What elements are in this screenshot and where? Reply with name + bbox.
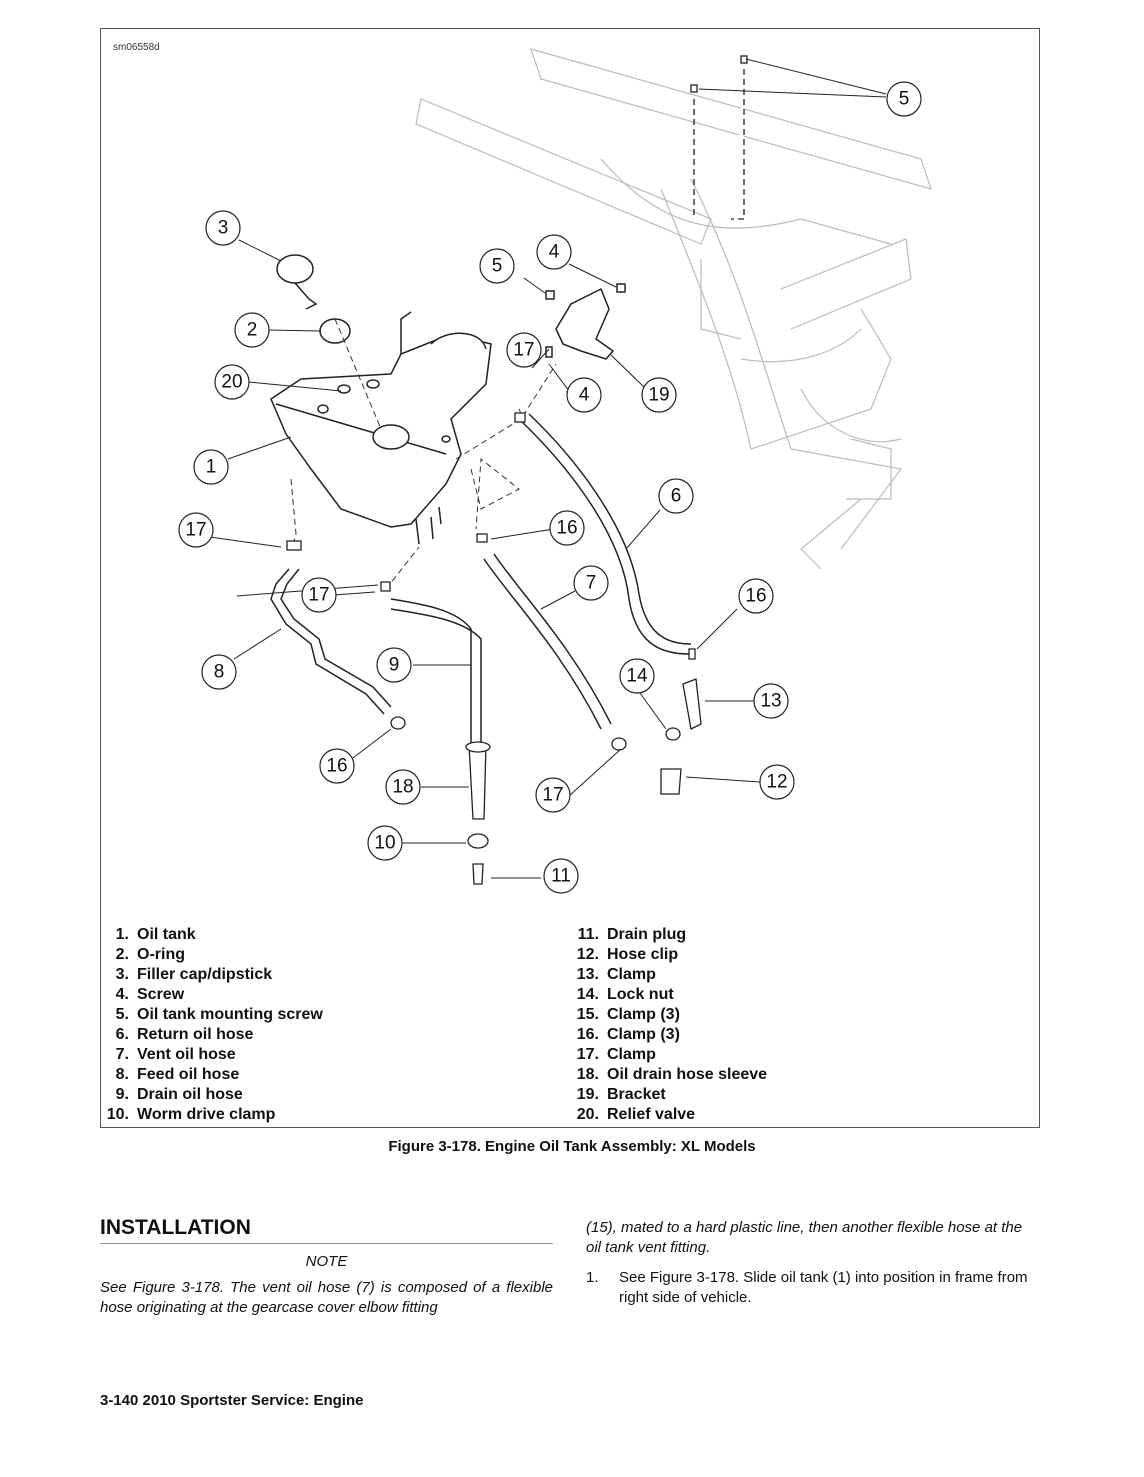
figure-caption: Figure 3-178. Engine Oil Tank Assembly: …	[388, 1138, 756, 1155]
note-title: NOTE	[305, 1253, 348, 1270]
bracket-drawing	[545, 283, 626, 360]
callout-16b: 16	[556, 518, 577, 539]
legend-item: 13.Clamp	[576, 966, 656, 983]
legend-item: 10.Worm drive clamp	[106, 1106, 276, 1123]
callout-4a: 4	[549, 242, 560, 263]
step-1: 1. See Figure 3-178. Slide oil tank (1) …	[586, 1268, 1040, 1308]
legend-left: 1.Oil tank 2.O-ring 3.Filler cap/dipstic…	[100, 925, 323, 1125]
callout-17a: 17	[185, 520, 206, 541]
filler-cap-drawing	[276, 254, 351, 344]
mounting-screws-drawing	[690, 55, 748, 220]
callout-11: 11	[551, 866, 571, 887]
callout-19: 19	[648, 385, 669, 406]
callout-18: 18	[392, 777, 413, 798]
callout-13: 13	[760, 691, 781, 712]
step-text: See Figure 3-178. Slide oil tank (1) int…	[619, 1269, 1028, 1306]
legend-item: 7.Vent oil hose	[115, 1046, 236, 1063]
callout-16a: 16	[326, 756, 347, 777]
figure-frame	[100, 28, 1040, 1128]
legend-item: 20.Relief valve	[576, 1106, 696, 1123]
callout-5b: 5	[899, 89, 910, 110]
callout-12: 12	[766, 772, 787, 793]
section-title: INSTALLATION	[100, 1216, 251, 1239]
oil-tank-illustration: 3 2 20 1 17 17 8 9 16 18 10 11 5 4 17 4 …	[178, 48, 932, 894]
frame-drawing	[415, 48, 932, 570]
section-divider	[100, 1243, 553, 1244]
callout-9: 9	[389, 655, 400, 676]
callout-1: 1	[206, 457, 217, 478]
legend-item: 3.Filler cap/dipstick	[115, 966, 273, 983]
figure-id-label: sm06558d	[113, 42, 160, 53]
callout-2: 2	[247, 320, 258, 341]
legend-right: 11.Drain plug 12.Hose clip 13.Clamp 14.L…	[570, 925, 767, 1125]
legend-item: 17.Clamp	[576, 1046, 656, 1063]
hoses-drawing	[270, 413, 692, 744]
callout-16c: 16	[745, 586, 766, 607]
note-body: See Figure 3-178. The vent oil hose (7) …	[100, 1279, 553, 1316]
callout-17b: 17	[308, 585, 329, 606]
legend-item: 16.Clamp (3)	[576, 1026, 680, 1043]
step-number: 1.	[586, 1269, 599, 1286]
legend-item: 9.Drain oil hose	[115, 1086, 243, 1103]
callout-8: 8	[214, 662, 225, 683]
small-parts-drawing	[286, 412, 702, 885]
callout-20: 20	[221, 372, 242, 393]
callout-14: 14	[626, 666, 648, 687]
callout-3: 3	[218, 218, 229, 239]
legend-item: 14.Lock nut	[576, 986, 674, 1003]
callout-10: 10	[374, 833, 395, 854]
callout-17d: 17	[542, 785, 563, 806]
callout-7: 7	[586, 573, 597, 594]
legend-item: 18.Oil drain hose sleeve	[576, 1066, 768, 1083]
callout-5a: 5	[492, 256, 503, 277]
legend-item: 12.Hose clip	[576, 946, 679, 963]
callout-numbers: 3 2 20 1 17 17 8 9 16 18 10 11 5 4 17 4 …	[185, 89, 909, 887]
callout-circles	[178, 81, 922, 894]
legend-item: 2.O-ring	[115, 946, 185, 963]
oil-tank-drawing	[270, 311, 492, 545]
legend-item: 6.Return oil hose	[115, 1026, 254, 1043]
callout-6: 6	[671, 486, 682, 507]
legend-item: 19.Bracket	[576, 1086, 666, 1103]
legend-item: 1.Oil tank	[115, 926, 196, 943]
legend-item: 4.Screw	[115, 986, 185, 1003]
legend-item: 5.Oil tank mounting screw	[115, 1006, 323, 1023]
callout-17c: 17	[513, 340, 534, 361]
note-continued: (15), mated to a hard plastic line, then…	[586, 1219, 1023, 1256]
page-footer: 3-140 2010 Sportster Service: Engine	[100, 1392, 364, 1409]
callout-4b: 4	[579, 385, 590, 406]
legend-item: 8.Feed oil hose	[115, 1066, 240, 1083]
legend-item: 11.Drain plug	[577, 926, 687, 943]
legend-item: 15.Clamp (3)	[576, 1006, 680, 1023]
